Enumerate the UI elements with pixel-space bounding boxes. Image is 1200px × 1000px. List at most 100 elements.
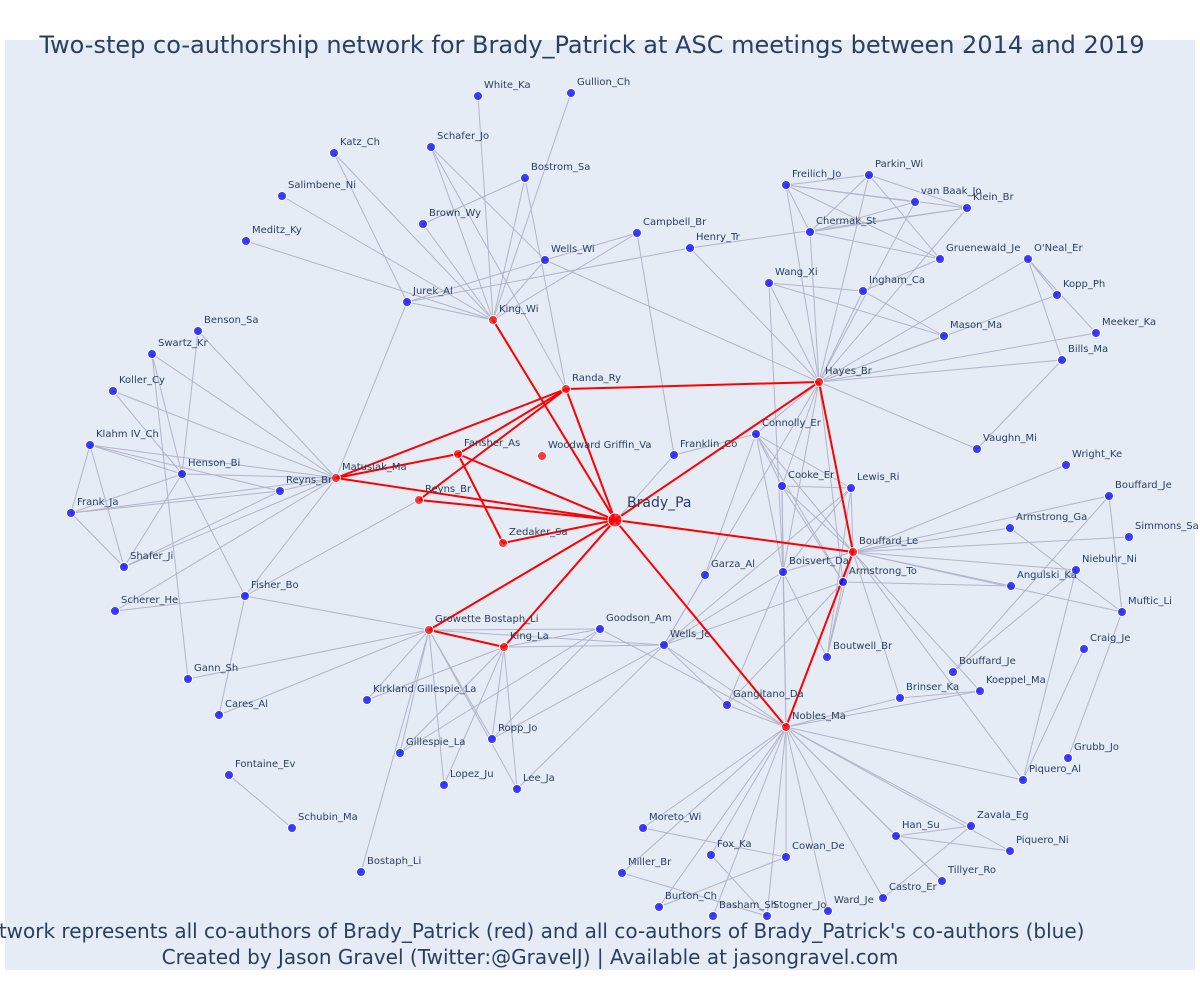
node-fansher-as[interactable] xyxy=(453,449,463,459)
node-scherer-he[interactable] xyxy=(110,606,120,616)
node-garza-al[interactable] xyxy=(700,570,710,580)
node-reyns-br-2[interactable] xyxy=(275,486,285,496)
node-fontaine-ev[interactable] xyxy=(224,770,234,780)
node-burton-ch[interactable] xyxy=(654,902,664,912)
node-stogner-jo[interactable] xyxy=(762,911,772,921)
node-kirkland-gillespie-la[interactable] xyxy=(362,695,372,705)
node-bostaph-li[interactable] xyxy=(356,867,366,877)
node-armstrong-to[interactable] xyxy=(838,577,848,587)
node-freilich-jo[interactable] xyxy=(781,180,791,190)
node-woodward-griffin-va[interactable] xyxy=(537,451,547,461)
node-fisher-bo[interactable] xyxy=(240,591,250,601)
node-muftic-li[interactable] xyxy=(1117,607,1127,617)
node-henry-tr[interactable] xyxy=(685,243,695,253)
node-boutwell-br[interactable] xyxy=(822,652,832,662)
node-lee-ja[interactable] xyxy=(512,784,522,794)
node-miller-br[interactable] xyxy=(617,868,627,878)
node-wells-wi[interactable] xyxy=(540,255,550,265)
node-piquero-al[interactable] xyxy=(1018,775,1028,785)
node-mason-ma[interactable] xyxy=(939,331,949,341)
node-jurek-al[interactable] xyxy=(402,297,412,307)
node-hayes-br[interactable] xyxy=(814,377,824,387)
node-schafer-jo[interactable] xyxy=(426,142,436,152)
node-growette-bostaph-li[interactable] xyxy=(424,625,434,635)
node-cares-al[interactable] xyxy=(214,710,224,720)
node-king-la[interactable] xyxy=(499,642,509,652)
node-fox-ka[interactable] xyxy=(706,850,716,860)
co-author-edge xyxy=(663,574,706,646)
node-bostrom-sa[interactable] xyxy=(520,173,530,183)
node-bouffard-je[interactable] xyxy=(1104,491,1114,501)
node-katz-ch[interactable] xyxy=(329,148,339,158)
co-author-edge xyxy=(766,726,787,917)
node-connolly-er[interactable] xyxy=(751,429,761,439)
node-boisvert-da[interactable] xyxy=(778,567,788,577)
node-niebuhr-ni[interactable] xyxy=(1071,565,1081,575)
node-tillyer-ro[interactable] xyxy=(937,876,947,886)
node-ingham-ca[interactable] xyxy=(858,286,868,296)
node-randa-ry[interactable] xyxy=(561,384,571,394)
node-lewis-ri[interactable] xyxy=(846,483,856,493)
node-cooke-er[interactable] xyxy=(777,481,787,491)
node-bouffard-je-2[interactable] xyxy=(948,667,958,677)
node-schubin-ma[interactable] xyxy=(287,823,297,833)
co-author-edge xyxy=(782,571,828,658)
node-king-wi[interactable] xyxy=(488,315,498,325)
node-wright-ke[interactable] xyxy=(1061,460,1071,470)
node-moreto-wi[interactable] xyxy=(638,823,648,833)
node-reyns-br[interactable] xyxy=(414,495,424,505)
node-benson-sa[interactable] xyxy=(193,326,203,336)
node-shafer-ji[interactable] xyxy=(119,562,129,572)
node-grubb-jo[interactable] xyxy=(1063,753,1073,763)
node-matusiak-ma[interactable] xyxy=(331,473,341,483)
node-angulski-ka[interactable] xyxy=(1006,581,1016,591)
node-white-ka[interactable] xyxy=(473,91,483,101)
node-klein-br[interactable] xyxy=(962,203,972,213)
node-han-su[interactable] xyxy=(891,831,901,841)
node-zavala-eg[interactable] xyxy=(966,821,976,831)
node-parkin-wi[interactable] xyxy=(864,170,874,180)
node-meeker-ka[interactable] xyxy=(1091,328,1101,338)
node-armstrong-ga[interactable] xyxy=(1005,523,1015,533)
node-klahm-iv-ch[interactable] xyxy=(85,440,95,450)
node-salimbene-ni[interactable] xyxy=(277,191,287,201)
node-franklin-co[interactable] xyxy=(669,450,679,460)
node-meditz-ky[interactable] xyxy=(241,236,251,246)
node-koller-cy[interactable] xyxy=(108,386,118,396)
node-zedaker-sa[interactable] xyxy=(498,538,508,548)
node-castro-er[interactable] xyxy=(878,893,888,903)
node-ropp-jo[interactable] xyxy=(487,734,497,744)
node-chermak-st[interactable] xyxy=(805,227,815,237)
node-gann-sh[interactable] xyxy=(183,674,193,684)
node-bouffard-le[interactable] xyxy=(848,547,858,557)
node-goodson-am[interactable] xyxy=(595,624,605,634)
node-simmons-sa[interactable] xyxy=(1124,532,1134,542)
node-brady-pa[interactable] xyxy=(607,512,623,528)
node-henson-bi[interactable] xyxy=(177,469,187,479)
node-ward-je[interactable] xyxy=(823,906,833,916)
node-nobles-ma[interactable] xyxy=(781,722,791,732)
node-kopp-ph[interactable] xyxy=(1052,290,1062,300)
node-brown-wy[interactable] xyxy=(418,219,428,229)
node-lopez-ju[interactable] xyxy=(439,780,449,790)
node-gillespie-la[interactable] xyxy=(395,748,405,758)
node-cowan-de[interactable] xyxy=(781,852,791,862)
node-bills-ma[interactable] xyxy=(1057,355,1067,365)
node-gangitano-da[interactable] xyxy=(722,700,732,710)
node-gruenewald-je[interactable] xyxy=(935,254,945,264)
node-wang-xi[interactable] xyxy=(764,278,774,288)
node-gullion-ch[interactable] xyxy=(566,88,576,98)
node-craig-je[interactable] xyxy=(1079,644,1089,654)
node-o-neal-er[interactable] xyxy=(1023,254,1033,264)
node-swartz-kr[interactable] xyxy=(147,349,157,359)
node-piquero-ni[interactable] xyxy=(1005,846,1015,856)
node-basham-sh[interactable] xyxy=(708,911,718,921)
node-campbell-br[interactable] xyxy=(632,228,642,238)
node-vaughn-mi[interactable] xyxy=(972,444,982,454)
node-frank-ja[interactable] xyxy=(66,508,76,518)
node-van-baak-jo[interactable] xyxy=(910,197,920,207)
node-brinser-ka[interactable] xyxy=(895,693,905,703)
co-author-edge xyxy=(89,444,125,568)
node-koeppel-ma[interactable] xyxy=(975,686,985,696)
node-wells-je[interactable] xyxy=(659,640,669,650)
